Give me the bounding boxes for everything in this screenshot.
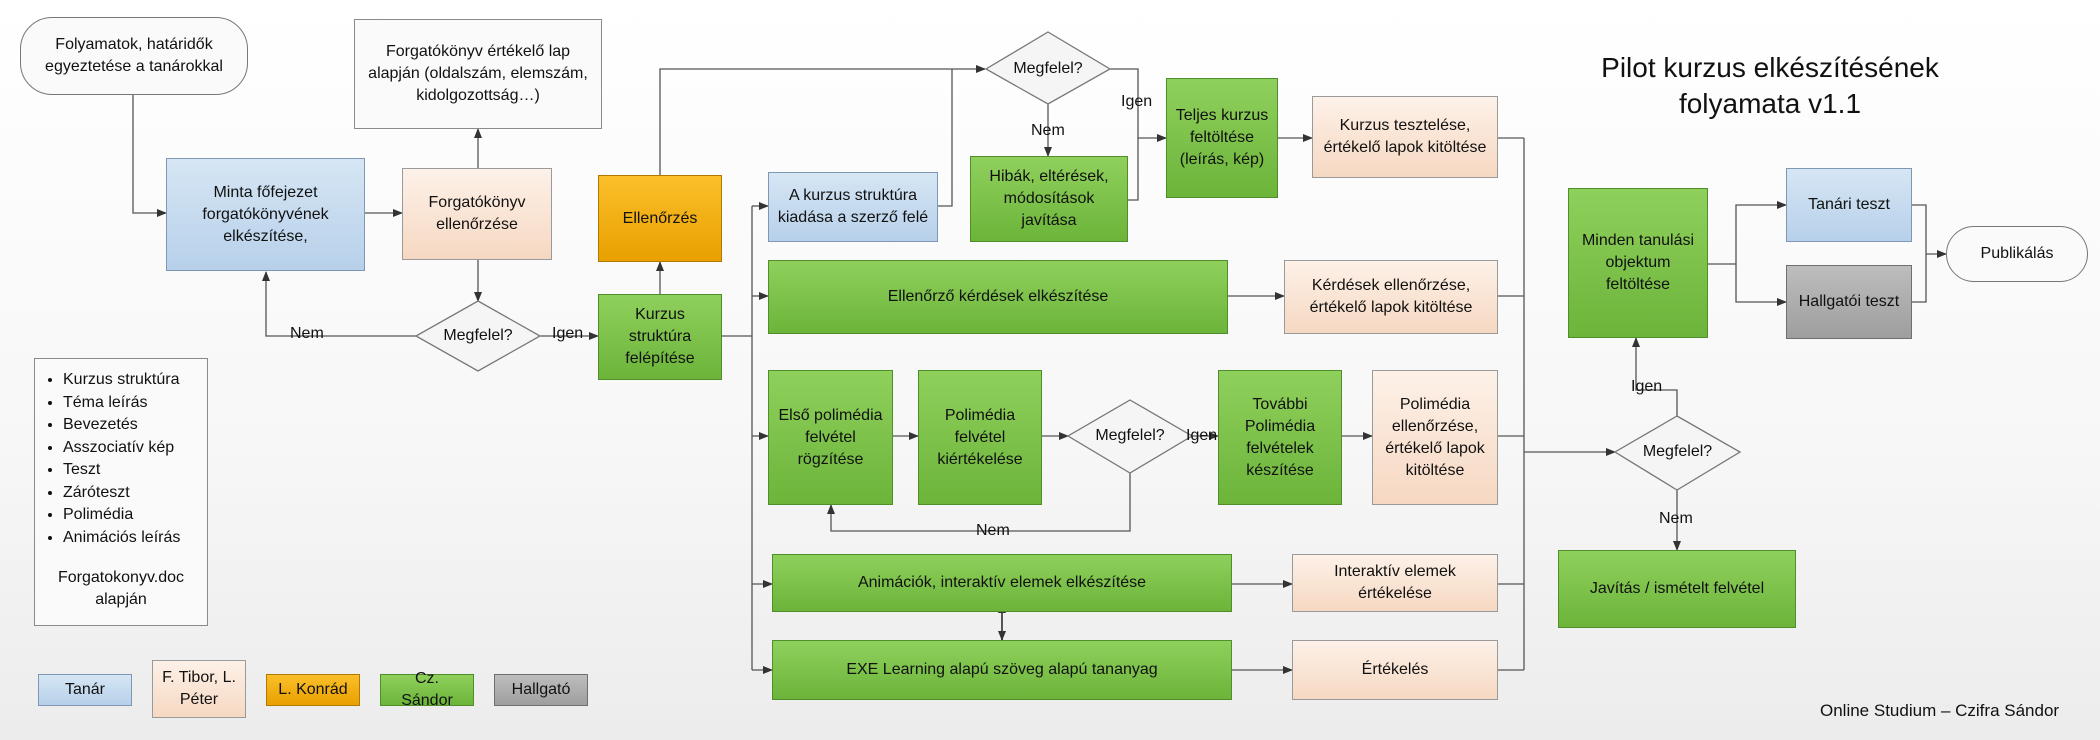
node-quiz-make: Ellenőrző kérdések elkészítése: [768, 260, 1228, 334]
node-release-structure: A kurzus struktúra kiadása a szerző felé: [768, 172, 938, 242]
edge-teacher-to-publish: [1912, 204, 1947, 258]
edge-decision1-nem: [262, 271, 416, 337]
node-fix-errors: Hibák, eltérések, módosítások javítása: [970, 156, 1128, 242]
node-animations: Animációk, interaktív elemek elkészítése: [772, 554, 1232, 612]
edge-release-to-decision2: [938, 69, 953, 207]
node-interactive-eval: Interaktív elemek értékelése: [1292, 554, 1498, 612]
node-start: Folyamatok, határidők egyeztetése a taná…: [20, 17, 248, 95]
edge-label-nem-2: Nem: [1031, 122, 1065, 139]
node-sample-chapter: Minta főfejezet forgatókönyvének elkészí…: [166, 158, 365, 271]
edge-upload-to-tests: [1708, 201, 1787, 265]
node-student-test: Hallgatói teszt: [1786, 265, 1912, 339]
decision2-label: Megfelel?: [1013, 60, 1083, 77]
content-list-footnote: Forgatokonyv.doc alapján: [58, 569, 184, 608]
decision4-label: Megfelel?: [1642, 443, 1713, 460]
node-more-media: További Polimédia felvételek készítése: [1218, 370, 1342, 505]
list-item: Kurzus struktúra: [63, 369, 197, 392]
node-evaluation: Értékelés: [1292, 640, 1498, 700]
node-media-eval: Polimédia felvétel kiértékelése: [918, 370, 1042, 505]
node-review-sheet: Forgatókönyv értékelő lap alapján (oldal…: [354, 19, 602, 129]
edge-label-nem-3: Nem: [976, 522, 1010, 539]
list-item: Téma leírás: [63, 392, 197, 415]
edge-label-igen-2: Igen: [1121, 93, 1153, 110]
edge-fix-to-upload: [1128, 138, 1139, 201]
decision1-shape: [414, 300, 542, 372]
node-teacher-test: Tanári teszt: [1786, 168, 1912, 242]
legend-teacher: Tanár: [38, 674, 132, 706]
node-publish: Publikálás: [1946, 226, 2088, 282]
decision1-label: Megfelel?: [443, 327, 513, 344]
node-fix-rerecord: Javítás / ismételt felvétel: [1558, 550, 1796, 628]
node-full-upload: Teljes kurzus feltöltése (leírás, kép): [1166, 78, 1278, 198]
list-item: Bevezetés: [63, 414, 197, 437]
node-check: Ellenőrzés: [598, 175, 722, 262]
edge-upload-to-student: [1735, 264, 1787, 306]
node-media-check: Polimédia ellenőrzése, értékelő lapok ki…: [1372, 370, 1498, 505]
decision3-shape: [1066, 399, 1194, 474]
legend-student: Hallgató: [494, 674, 588, 706]
node-build-structure: Kurzus struktúra felépítése: [598, 294, 722, 380]
node-exe: EXE Learning alapú szöveg alapú tananyag: [772, 640, 1232, 700]
edge-start-to-sample: [132, 95, 167, 217]
node-quiz-check: Kérdések ellenőrzése, értékelő lapok kit…: [1284, 260, 1498, 334]
decision2-shape: [984, 31, 1112, 105]
content-list: Kurzus struktúra Téma leírás Bevezetés A…: [34, 358, 208, 626]
list-item: Polimédia: [63, 504, 197, 527]
legend-orange: L. Konrád: [266, 674, 360, 706]
edge-label-igen-4: Igen: [1631, 378, 1663, 395]
node-course-test: Kurzus tesztelése, értékelő lapok kitölt…: [1312, 96, 1498, 178]
edge-decision4-igen: [1632, 337, 1678, 416]
list-item: Teszt: [63, 459, 197, 482]
edge-build-to-decision2: [659, 65, 986, 176]
legend-peach: F. Tibor, L. Péter: [152, 660, 246, 718]
edge-label-nem-4: Nem: [1659, 510, 1693, 527]
node-script-check: Forgatókönyv ellenőrzése: [402, 168, 552, 260]
list-item: Záróteszt: [63, 482, 197, 505]
edge-label-igen-1: Igen: [552, 325, 584, 342]
decision3-label: Megfelel?: [1095, 427, 1165, 444]
edge-label-nem-1: Nem: [290, 325, 324, 342]
edge-decision3-nem: [827, 473, 1131, 532]
footer-credit: Online Studium – Czifra Sándor: [1820, 701, 2060, 720]
decision4-shape: [1613, 415, 1742, 491]
page-title: Pilot kurzus elkészítésének folyamata v1…: [1601, 52, 1939, 119]
edge-label-igen-3: Igen: [1186, 427, 1218, 444]
list-item: Animációs leírás: [63, 527, 197, 550]
node-upload-all: Minden tanulási objektum feltöltése: [1568, 188, 1708, 338]
edge-student-to-publish: [1912, 254, 1927, 303]
edge-decision2-igen: [1110, 68, 1167, 142]
list-item: Asszociatív kép: [63, 437, 197, 460]
legend-green: Cz. Sándor: [380, 670, 474, 709]
node-first-media: Első polimédia felvétel rögzítése: [768, 370, 893, 505]
